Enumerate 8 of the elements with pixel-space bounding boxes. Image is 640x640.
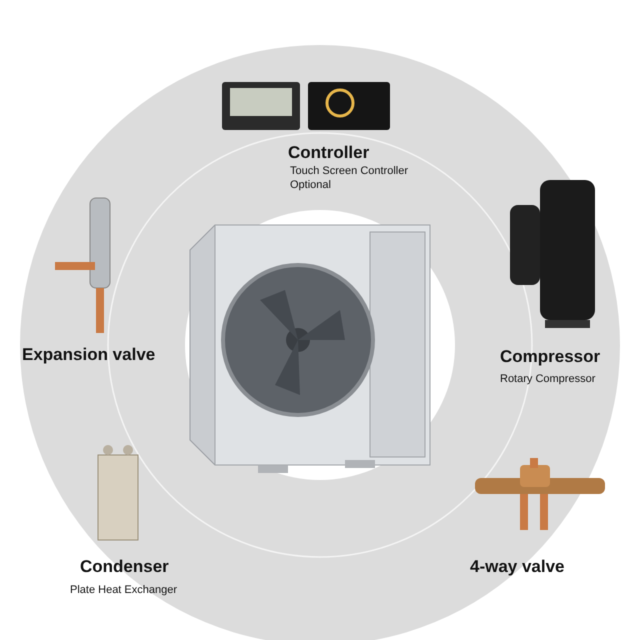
component-name: Controller [288, 143, 370, 163]
component-description: Touch Screen Controller Optional [290, 164, 410, 192]
component-description: Plate Heat Exchanger [70, 583, 178, 597]
component-description: Rotary Compressor [500, 372, 596, 386]
component-name: Expansion valve [22, 345, 156, 365]
component-name: Compressor [500, 347, 600, 367]
component-name: 4-way valve [470, 557, 565, 577]
component-name: Condenser [80, 557, 169, 577]
